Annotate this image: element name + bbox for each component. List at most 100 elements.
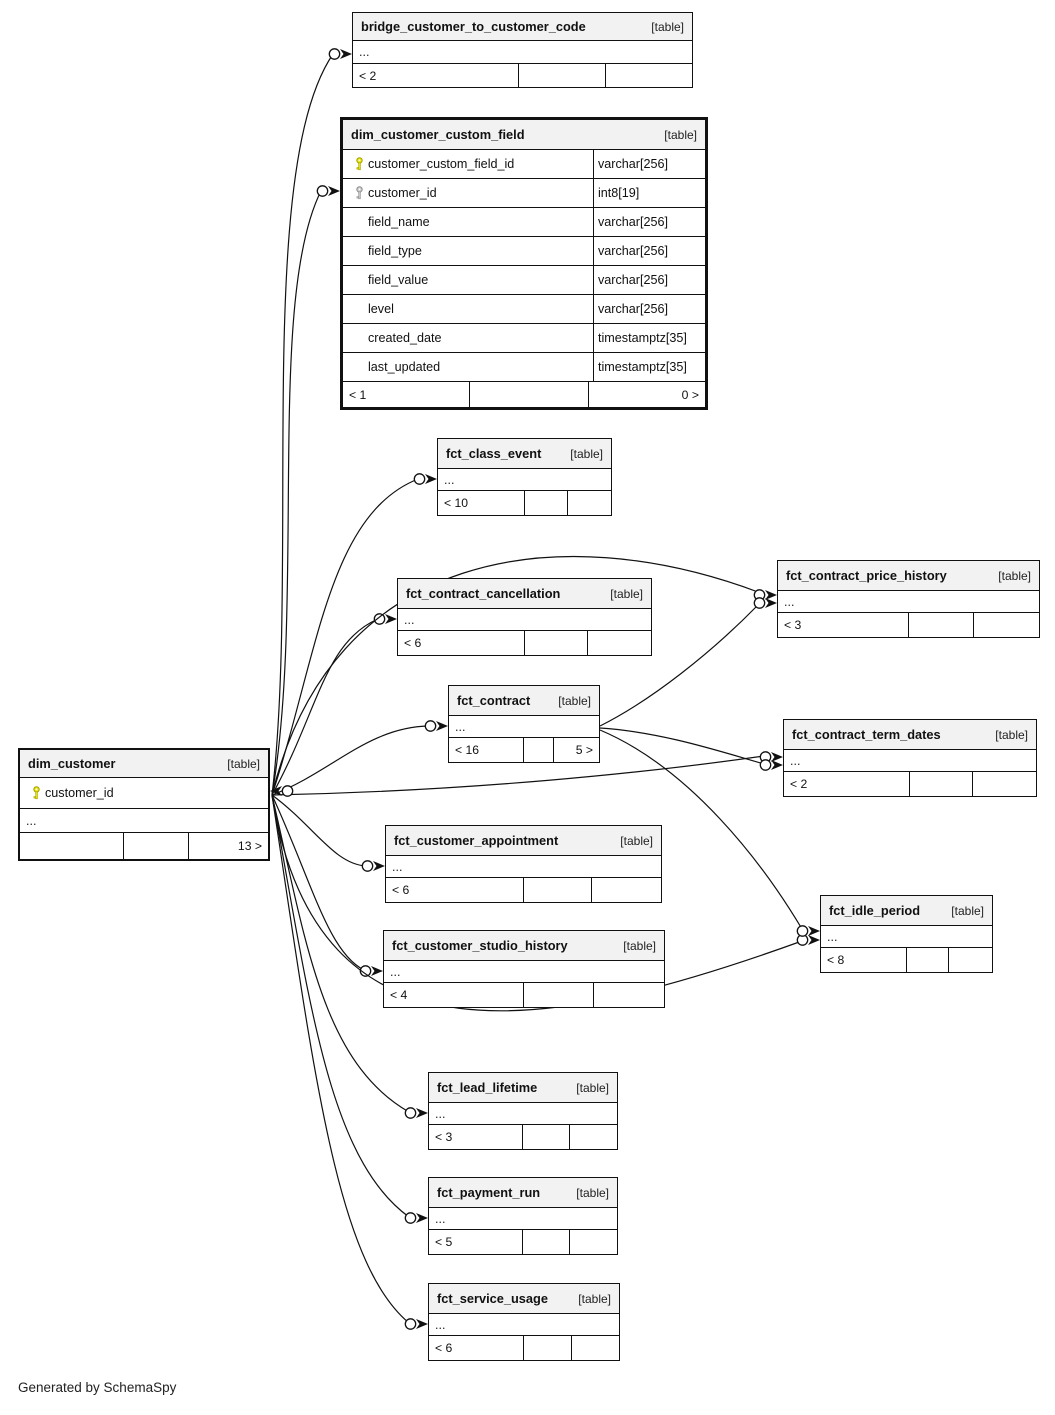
- relationship-line: [271, 618, 379, 796]
- relationship-zero-circle-icon: [404, 1212, 417, 1224]
- table-title[interactable]: bridge_customer_to_customer_code: [361, 19, 586, 34]
- table-title[interactable]: fct_class_event: [446, 446, 542, 461]
- footer-spacer: [524, 1336, 572, 1360]
- table-footer: < 6: [386, 878, 661, 902]
- table-badge: [table]: [623, 938, 656, 953]
- table-title[interactable]: fct_contract: [457, 693, 531, 708]
- table-badge: [table]: [664, 127, 697, 142]
- table-badge: [table]: [570, 446, 603, 461]
- table-node-fct_customer_studio_history[interactable]: fct_customer_studio_history[table]...< 4: [383, 930, 665, 1008]
- relationship-line: [271, 794, 367, 867]
- column-name: last_updated: [368, 360, 441, 374]
- table-title[interactable]: fct_lead_lifetime: [437, 1080, 538, 1095]
- table-title[interactable]: fct_customer_studio_history: [392, 938, 568, 953]
- hidden-columns-ellipsis: ...: [398, 609, 651, 631]
- footer-children-count: < 4: [384, 983, 524, 1007]
- footer-children-count: < 10: [438, 491, 525, 515]
- table-footer: < 2: [353, 64, 692, 87]
- table-node-fct_idle_period[interactable]: fct_idle_period [table]...< 8: [820, 895, 993, 973]
- key-icon-slot: [350, 186, 368, 200]
- footer-parents-count: 5 >: [575, 743, 593, 757]
- table-badge: [table]: [620, 833, 653, 848]
- column-name: level: [368, 302, 394, 316]
- footer-children-count: < 3: [429, 1125, 523, 1149]
- relationship-arrowhead-icon: [765, 590, 777, 600]
- primary-key-icon: [355, 157, 363, 171]
- relationship-line: [271, 53, 334, 796]
- hidden-columns-ellipsis: ...: [821, 926, 992, 948]
- column-name-cell: customer_id: [343, 179, 593, 207]
- footer-spacer: [524, 878, 593, 902]
- table-title[interactable]: fct_payment_run: [437, 1185, 541, 1200]
- column-name-cell: field_name: [343, 208, 593, 236]
- relationship-line: [271, 755, 765, 796]
- table-footer: 13 >: [20, 833, 268, 859]
- table-node-fct_service_usage[interactable]: fct_service_usage[table]...< 6: [428, 1283, 620, 1361]
- table-node-fct_customer_appointment[interactable]: fct_customer_appointment[table]...< 6: [385, 825, 662, 903]
- footer-parents-count: [568, 491, 611, 515]
- column-type: varchar[256]: [593, 150, 705, 178]
- table-footer: < 5: [429, 1230, 617, 1254]
- footer-children-count: < 3: [778, 613, 909, 637]
- table-header: fct_contract_cancellation[table]: [398, 579, 651, 609]
- table-title[interactable]: fct_idle_period: [829, 903, 921, 918]
- column-type: int8[19]: [593, 179, 705, 207]
- table-node-dim_customer[interactable]: dim_customer[table] customer_id...13 >: [18, 748, 270, 861]
- footer-parents-count: [594, 983, 664, 1007]
- column-name-cell: last_updated: [343, 353, 593, 381]
- footer-spacer: [519, 64, 606, 87]
- table-footer: < 2: [784, 772, 1036, 796]
- key-icon-slot: [27, 786, 45, 800]
- table-header: fct_service_usage[table]: [429, 1284, 619, 1314]
- table-title[interactable]: fct_customer_appointment: [394, 833, 559, 848]
- relationship-line: [271, 794, 365, 971]
- table-node-fct_payment_run[interactable]: fct_payment_run[table]...< 5: [428, 1177, 618, 1255]
- hidden-columns-ellipsis: ...: [784, 750, 1036, 772]
- table-title[interactable]: fct_contract_term_dates: [792, 727, 941, 742]
- column-name-cell: created_date: [343, 324, 593, 352]
- table-node-bridge_customer_to_customer_code[interactable]: bridge_customer_to_customer_code[table].…: [352, 12, 693, 88]
- table-title[interactable]: fct_contract_price_history: [786, 568, 947, 583]
- table-node-fct_contract_cancellation[interactable]: fct_contract_cancellation[table]...< 6: [397, 578, 652, 656]
- relationship-zero-circle-icon: [753, 597, 766, 609]
- table-node-fct_contract_price_history[interactable]: fct_contract_price_history[table]...< 3: [777, 560, 1040, 638]
- table-title[interactable]: fct_contract_cancellation: [406, 586, 561, 601]
- footer-parents-count: [570, 1230, 617, 1254]
- table-node-fct_contract_term_dates[interactable]: fct_contract_term_dates[table]...< 2: [783, 719, 1037, 797]
- footer-children-count: < 1: [343, 382, 470, 407]
- table-badge: [table]: [951, 903, 984, 918]
- footer-spacer: [523, 1230, 570, 1254]
- table-node-fct_class_event[interactable]: fct_class_event[table]...< 10: [437, 438, 612, 516]
- relationship-line: [271, 190, 322, 796]
- foreign-key-icon: [355, 186, 363, 200]
- relationship-zero-circle-icon: [759, 759, 772, 771]
- hidden-columns-ellipsis: ...: [429, 1103, 617, 1125]
- table-node-dim_customer_custom_field[interactable]: dim_customer_custom_field [table] custome…: [340, 117, 708, 410]
- column-name-cell: field_type: [343, 237, 593, 265]
- column-name: field_name: [368, 215, 430, 229]
- footer-children-count: < 8: [821, 948, 907, 972]
- relationship-line: [271, 555, 759, 796]
- column-name: field_value: [368, 273, 429, 287]
- relationship-line: [599, 727, 765, 765]
- table-title[interactable]: dim_customer: [28, 756, 116, 771]
- table-header: fct_customer_appointment [table]: [386, 826, 661, 856]
- column-name: customer_custom_field_id: [368, 157, 515, 171]
- relationship-zero-circle-icon: [361, 860, 374, 872]
- table-node-fct_lead_lifetime[interactable]: fct_lead_lifetime[table]...< 3: [428, 1072, 618, 1150]
- table-title[interactable]: dim_customer_custom_field: [351, 127, 525, 142]
- relationship-arrowhead-icon: [416, 1319, 428, 1329]
- column-type: varchar[256]: [593, 266, 705, 294]
- table-header: fct_contract_price_history[table]: [778, 561, 1039, 591]
- hidden-columns-ellipsis: ...: [449, 716, 599, 738]
- column-row: customer_custom_field_id varchar[256]: [343, 150, 705, 179]
- relationship-line: [271, 794, 410, 1113]
- generator-credit: Generated by SchemaSpy: [18, 1380, 177, 1395]
- footer-spacer: [124, 833, 189, 859]
- table-title[interactable]: fct_service_usage: [437, 1291, 548, 1306]
- footer-spacer: [525, 631, 588, 655]
